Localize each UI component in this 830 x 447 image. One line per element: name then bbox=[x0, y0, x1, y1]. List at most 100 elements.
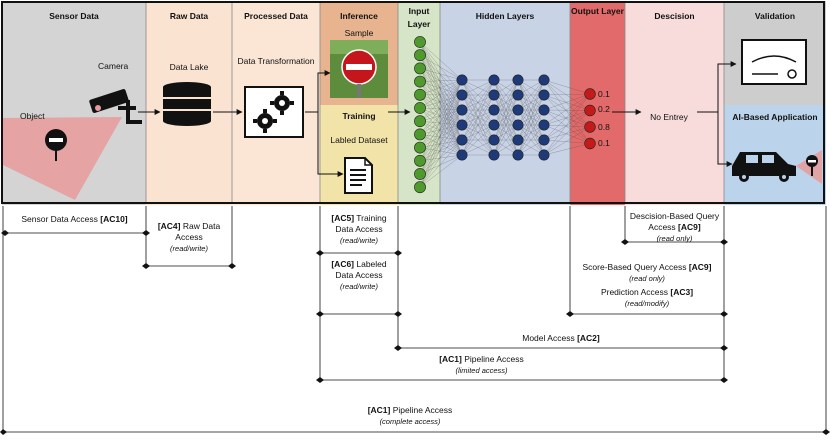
heading-input-layer: Input Layer bbox=[407, 6, 431, 29]
network-connections bbox=[419, 41, 591, 188]
access-code: [AC5] bbox=[331, 213, 355, 223]
network-edge bbox=[419, 55, 463, 141]
access-ac2: Model Access [AC2] bbox=[398, 333, 724, 344]
hidden-node bbox=[512, 119, 524, 131]
access-code: [AC9] bbox=[688, 262, 712, 272]
access-mode: (read/write) bbox=[340, 236, 378, 245]
heading-inference: Inference bbox=[340, 11, 378, 21]
access-ac10: Sensor Data Access [AC10] bbox=[3, 214, 146, 225]
network-edge bbox=[419, 121, 463, 141]
network-edge bbox=[543, 124, 591, 128]
network-edge bbox=[461, 79, 495, 126]
heading-output-layer: Output Layer bbox=[571, 6, 624, 16]
output-node bbox=[584, 121, 596, 133]
network-edge bbox=[419, 94, 463, 175]
input-node bbox=[414, 102, 426, 114]
document-icon bbox=[344, 157, 373, 194]
training-label: Training bbox=[342, 111, 376, 121]
access-text: Score-Based Query Access bbox=[582, 262, 689, 272]
network-edge bbox=[419, 139, 463, 188]
network-edge bbox=[419, 124, 463, 135]
access-code: [AC10] bbox=[100, 214, 128, 224]
network-edge bbox=[543, 110, 591, 126]
access-ac5: [AC5] Training Data Access (read/write) bbox=[322, 213, 396, 246]
output-value: 0.1 bbox=[598, 89, 610, 99]
input-node bbox=[414, 181, 426, 194]
network-edge bbox=[419, 79, 463, 161]
network-edge bbox=[543, 94, 591, 111]
network-edge bbox=[493, 109, 519, 156]
output-value: 0.8 bbox=[598, 122, 610, 132]
heading-sensor-data: Sensor Data bbox=[49, 11, 99, 21]
network-edge bbox=[461, 124, 495, 156]
network-edge bbox=[419, 81, 463, 111]
hidden-node bbox=[488, 119, 500, 131]
network-edge bbox=[419, 81, 463, 96]
network-edge bbox=[419, 147, 463, 156]
network-edge bbox=[517, 94, 545, 156]
hidden-node bbox=[488, 104, 500, 116]
access-ac6: [AC6] Labeled Data Access (read/write) bbox=[322, 259, 396, 292]
heading-hidden-layers: Hidden Layers bbox=[475, 11, 535, 21]
network-edge bbox=[543, 139, 591, 144]
network-edge bbox=[419, 109, 463, 122]
hidden-node bbox=[456, 89, 468, 101]
network-edge bbox=[419, 94, 463, 111]
network-edge bbox=[493, 79, 519, 141]
network-edge bbox=[419, 124, 463, 188]
network-edge bbox=[419, 94, 463, 141]
network-edge bbox=[419, 124, 463, 148]
network-edge bbox=[543, 93, 591, 96]
network-edge bbox=[543, 79, 591, 111]
network-edge bbox=[419, 41, 463, 156]
network-edge bbox=[419, 121, 463, 156]
network-edge bbox=[419, 55, 463, 126]
network-edge bbox=[419, 94, 463, 135]
database-icon bbox=[163, 82, 211, 126]
network-edge bbox=[517, 109, 545, 156]
network-edge bbox=[543, 109, 591, 144]
access-code: [AC1] bbox=[439, 354, 462, 364]
output-value: 0.1 bbox=[598, 138, 610, 148]
access-mode: (read/write) bbox=[340, 282, 378, 291]
network-edge bbox=[419, 79, 463, 188]
labeled-dataset-label: Labled Dataset bbox=[330, 135, 388, 145]
network-edge bbox=[419, 109, 463, 175]
network-edge bbox=[419, 94, 463, 148]
network-edge bbox=[543, 110, 591, 156]
object-label: Object bbox=[20, 111, 45, 121]
network-edge bbox=[419, 41, 463, 81]
access-text: Model Access bbox=[522, 333, 578, 343]
network-edge bbox=[419, 124, 463, 175]
hidden-node bbox=[538, 74, 550, 86]
access-mode: (read/write) bbox=[170, 244, 208, 253]
network-edge bbox=[419, 79, 463, 148]
network-edge bbox=[419, 68, 463, 96]
camera-label: Camera bbox=[98, 61, 129, 71]
access-code: [AC4] bbox=[157, 221, 181, 231]
network-edge bbox=[543, 79, 591, 95]
network-edge bbox=[419, 109, 463, 148]
hidden-node bbox=[512, 149, 524, 161]
network-edge bbox=[419, 154, 463, 175]
certificate-icon bbox=[741, 39, 807, 85]
output-node bbox=[584, 137, 596, 150]
access-text: Raw Data Access bbox=[175, 221, 221, 242]
data-transformation-label: Data Transformation bbox=[237, 56, 315, 66]
access-text: Pipeline Access bbox=[390, 405, 453, 415]
network-edge bbox=[419, 79, 463, 82]
access-code: [AC6] bbox=[331, 259, 355, 269]
access-mode: (limited access) bbox=[455, 366, 508, 375]
access-code: [AC3] bbox=[670, 287, 694, 297]
network-edge bbox=[543, 79, 591, 144]
network-edge bbox=[419, 81, 463, 156]
access-ac1-limited: [AC1] Pipeline Access (limited access) bbox=[320, 354, 643, 376]
heading-decision: Descision bbox=[654, 11, 695, 21]
hidden-node bbox=[488, 134, 500, 146]
network-edge bbox=[493, 94, 519, 156]
output-layer-section bbox=[570, 1, 625, 205]
network-edge bbox=[543, 126, 591, 156]
input-node bbox=[414, 88, 426, 101]
hidden-node bbox=[488, 149, 500, 161]
access-code: [AC2] bbox=[577, 333, 600, 343]
